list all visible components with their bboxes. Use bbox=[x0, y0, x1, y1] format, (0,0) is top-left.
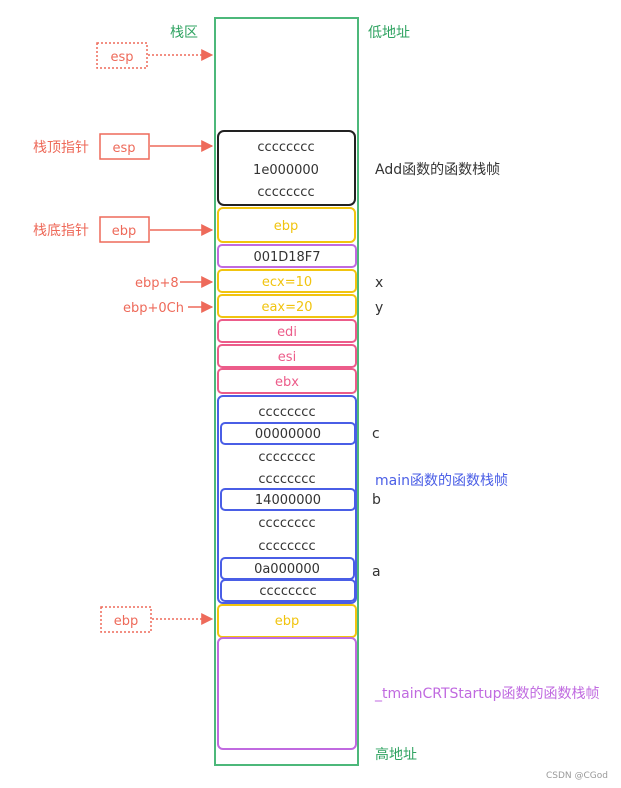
stack-bottom-pointer-label: 栈底指针 bbox=[33, 223, 89, 239]
ecx-text: ecx=10 bbox=[262, 275, 312, 290]
esi-text: esi bbox=[278, 350, 296, 365]
var-b-label: b bbox=[372, 492, 381, 508]
saved-ebp-cell bbox=[217, 207, 356, 243]
var-c-label: c bbox=[372, 426, 380, 442]
main-frame-value-1: 00000000 bbox=[255, 427, 321, 442]
bottom-ebp-text: ebp bbox=[275, 614, 300, 629]
main-frame-value-0: cccccccc bbox=[258, 405, 315, 420]
edi-cell bbox=[217, 319, 357, 343]
add-frame-value-1: 1e000000 bbox=[253, 163, 319, 178]
var-a-lower-cell bbox=[220, 579, 356, 602]
main-frame-value-4: 14000000 bbox=[255, 493, 321, 508]
var-y-label: y bbox=[375, 300, 383, 316]
add-frame-value-0: cccccccc bbox=[257, 140, 314, 155]
add-frame-value-2: cccccccc bbox=[257, 185, 314, 200]
ebp-dotted-label: ebp bbox=[114, 614, 139, 629]
eax-cell bbox=[217, 294, 357, 318]
main-frame-value-8: cccccccc bbox=[259, 584, 316, 599]
ebp-box-label: ebp bbox=[112, 224, 137, 239]
var-x-label: x bbox=[375, 275, 383, 291]
add-frame-box bbox=[217, 130, 356, 206]
ebx-cell bbox=[217, 368, 357, 394]
tmain-frame-box bbox=[217, 637, 357, 750]
add-frame-label: Add函数的函数栈帧 bbox=[375, 162, 500, 178]
stack-area-label: 栈区 bbox=[170, 25, 198, 41]
return-address-cell bbox=[217, 244, 357, 268]
ebp-plus-0ch-label: ebp+0Ch bbox=[123, 301, 184, 316]
esi-cell bbox=[217, 344, 357, 368]
main-frame-value-3: cccccccc bbox=[258, 472, 315, 487]
eax-text: eax=20 bbox=[261, 300, 312, 315]
ebp-plus-8-label: ebp+8 bbox=[135, 276, 179, 291]
main-frame-value-7: 0a000000 bbox=[254, 562, 320, 577]
saved-ebp-text: ebp bbox=[274, 219, 299, 234]
edi-text: edi bbox=[277, 325, 297, 340]
esp-box bbox=[99, 133, 150, 160]
var-b-cell bbox=[220, 488, 356, 511]
ebx-text: ebx bbox=[275, 375, 299, 390]
high-address-label: 高地址 bbox=[375, 746, 417, 763]
ebp-box bbox=[99, 216, 150, 243]
esp-dotted-box bbox=[96, 42, 148, 69]
stack-region bbox=[214, 17, 359, 766]
main-frame-label: main函数的函数栈帧 bbox=[375, 473, 508, 489]
main-frame-value-5: cccccccc bbox=[258, 516, 315, 531]
main-frame-value-6: cccccccc bbox=[258, 539, 315, 554]
esp-box-label: esp bbox=[112, 141, 135, 156]
tmain-frame-label: _tmainCRTStartup函数的函数栈帧 bbox=[374, 686, 599, 702]
return-address-text: 001D18F7 bbox=[253, 250, 320, 265]
var-a-label: a bbox=[372, 564, 381, 580]
main-frame-value-2: cccccccc bbox=[258, 450, 315, 465]
var-c-cell bbox=[220, 422, 356, 445]
low-address-label: 低地址 bbox=[368, 25, 410, 41]
stack-top-pointer-label: 栈顶指针 bbox=[33, 140, 89, 156]
ebp-dotted-box bbox=[100, 606, 152, 633]
esp-dotted-label: esp bbox=[110, 50, 133, 65]
ecx-cell bbox=[217, 269, 357, 293]
watermark: CSDN @CGod bbox=[546, 771, 608, 781]
